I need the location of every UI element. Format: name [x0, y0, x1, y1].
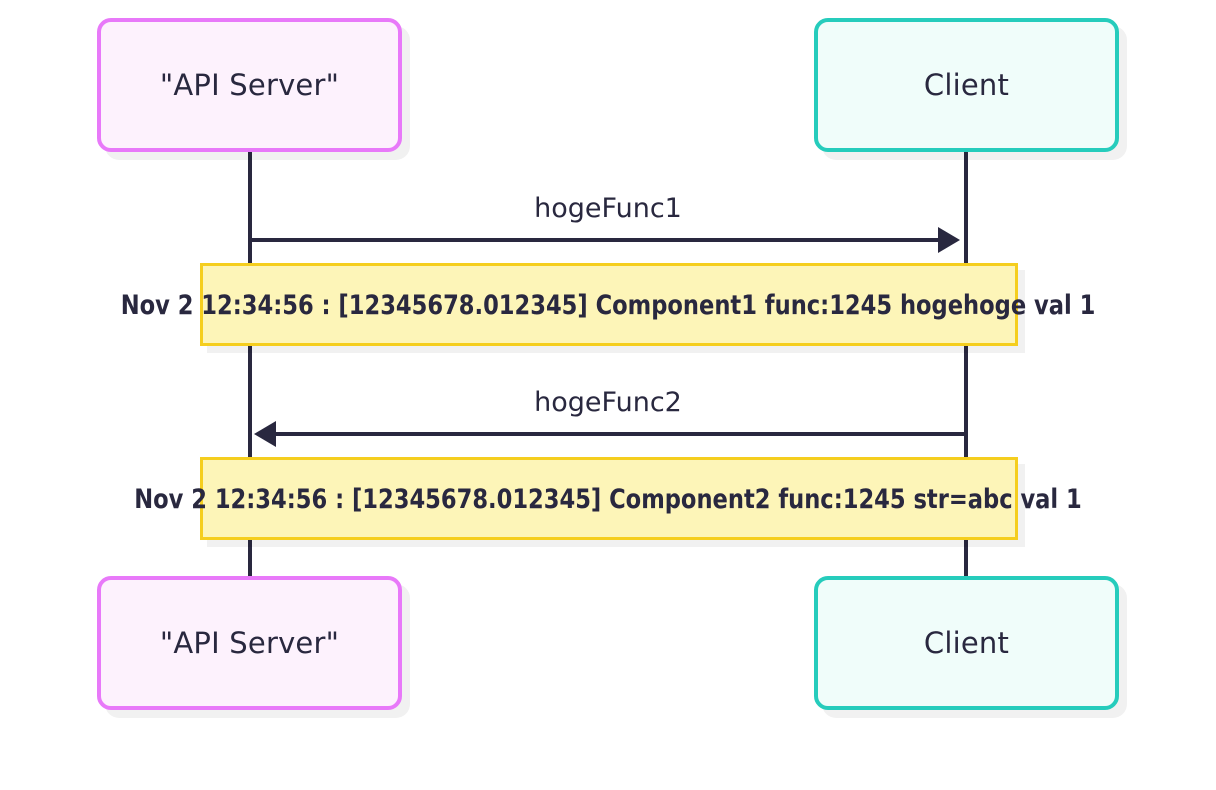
- message-line-hogefunc1: [250, 238, 942, 242]
- participant-api-server-top[interactable]: "API Server": [97, 18, 402, 152]
- note-text-2: Nov 2 12:34:56 : [12345678.012345] Compo…: [134, 484, 1082, 515]
- message-label-hogefunc1: hogeFunc1: [534, 193, 682, 224]
- participant-client-top-label: Client: [923, 68, 1010, 102]
- message-line-hogefunc2: [276, 432, 966, 436]
- message-label-hogefunc2: hogeFunc2: [534, 387, 682, 418]
- message-arrowhead-hogefunc1: [938, 227, 960, 253]
- note-text-1: Nov 2 12:34:56 : [12345678.012345] Compo…: [120, 290, 1096, 321]
- lifeline-api-server: [248, 152, 252, 576]
- message-arrowhead-hogefunc2: [254, 421, 276, 447]
- participant-client-top[interactable]: Client: [814, 18, 1119, 152]
- lifeline-client: [964, 152, 968, 576]
- note-box-2[interactable]: [200, 457, 1018, 540]
- participant-api-server-bottom[interactable]: "API Server": [97, 576, 402, 710]
- participant-client-bottom-label: Client: [923, 626, 1010, 660]
- participant-api-server-bottom-label: "API Server": [159, 626, 340, 660]
- note-box-1[interactable]: [200, 263, 1018, 346]
- participant-client-bottom[interactable]: Client: [814, 576, 1119, 710]
- participant-api-server-top-label: "API Server": [159, 68, 340, 102]
